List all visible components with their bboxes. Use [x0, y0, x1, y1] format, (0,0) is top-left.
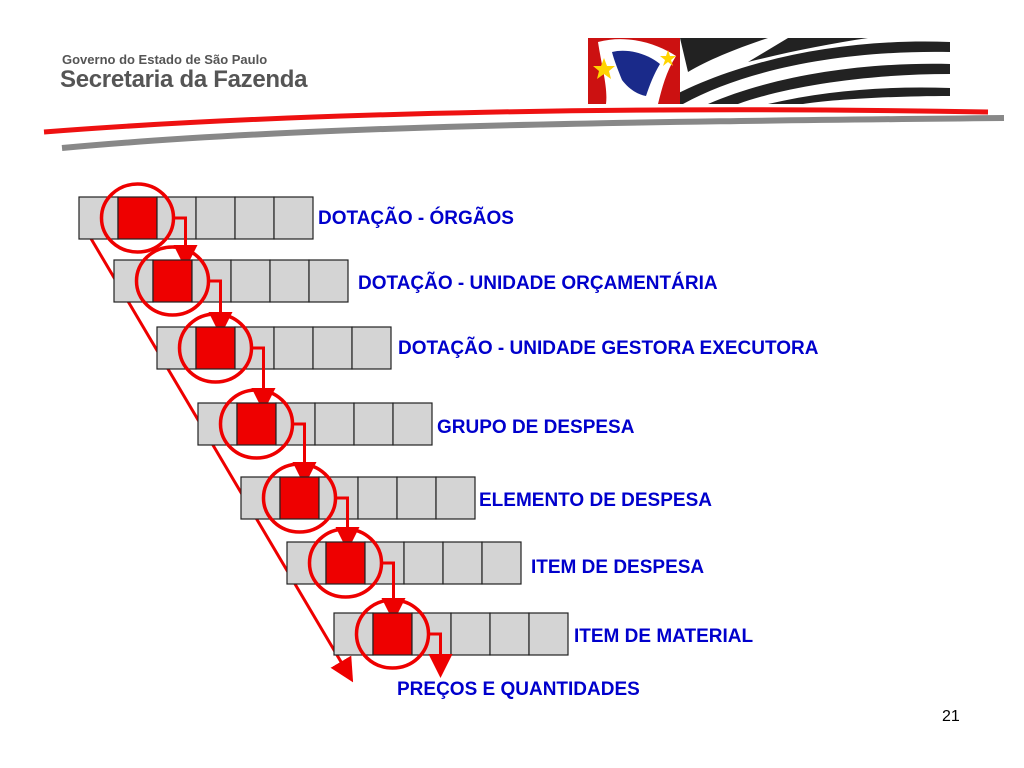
field-cell: [481, 541, 522, 585]
page-number: 21: [942, 708, 960, 725]
field-cell: [403, 541, 444, 585]
field-cell: [435, 476, 476, 520]
field-cell: [286, 541, 327, 585]
field-cell: [240, 476, 281, 520]
field-cell: [351, 326, 392, 370]
sao-paulo-flag-icon: [588, 38, 950, 104]
field-cell: [273, 196, 314, 240]
field-cell: [273, 326, 314, 370]
field-cell: [392, 402, 433, 446]
field-cell: [195, 196, 236, 240]
level-label-unidade-orcamentaria: DOTAÇÃO - UNIDADE ORÇAMENTÁRIA: [358, 273, 718, 294]
field-cell-highlighted: [236, 402, 277, 446]
field-cell: [314, 402, 355, 446]
field-cell: [269, 259, 310, 303]
field-cell-highlighted: [325, 541, 366, 585]
level-label-unidade-gestora: DOTAÇÃO - UNIDADE GESTORA EXECUTORA: [398, 338, 819, 359]
field-cell: [333, 612, 374, 656]
dept-name-text: Secretaria da Fazenda: [60, 66, 308, 93]
final-label-precos: PREÇOS E QUANTIDADES: [397, 679, 640, 700]
field-cell: [442, 541, 483, 585]
connector-arrow: [335, 496, 360, 551]
field-cell: [396, 476, 437, 520]
level-label-item-despesa: ITEM DE DESPESA: [531, 557, 705, 578]
field-cell: [234, 196, 275, 240]
field-cell: [308, 259, 349, 303]
field-cell-highlighted: [372, 612, 413, 656]
field-cell: [489, 612, 530, 656]
connector-arrow: [292, 422, 317, 486]
field-cell-highlighted: [117, 196, 158, 240]
field-cell: [197, 402, 238, 446]
field-cell: [312, 326, 353, 370]
connector-arrow: [381, 561, 406, 622]
field-cell-highlighted: [279, 476, 320, 520]
field-cell: [357, 476, 398, 520]
field-cell: [156, 326, 197, 370]
field-cell: [528, 612, 569, 656]
level-label-orgaos: DOTAÇÃO - ÓRGÃOS: [318, 208, 514, 229]
field-cell: [78, 196, 119, 240]
connector-arrow: [208, 279, 233, 336]
level-label-grupo-despesa: GRUPO DE DESPESA: [437, 417, 635, 438]
field-cell: [113, 259, 154, 303]
connector-arrow: [173, 216, 198, 269]
field-cell-highlighted: [195, 326, 236, 370]
level-label-elemento-despesa: ELEMENTO DE DESPESA: [479, 490, 712, 511]
org-line-text: Governo do Estado de São Paulo: [62, 52, 268, 67]
field-cell-highlighted: [152, 259, 193, 303]
field-cell: [353, 402, 394, 446]
connector-arrow: [428, 632, 453, 678]
level-label-item-material: ITEM DE MATERIAL: [574, 626, 754, 647]
field-cell: [450, 612, 491, 656]
field-cell: [230, 259, 271, 303]
connector-arrow: [251, 346, 276, 412]
header-swoosh: [43, 107, 1005, 151]
